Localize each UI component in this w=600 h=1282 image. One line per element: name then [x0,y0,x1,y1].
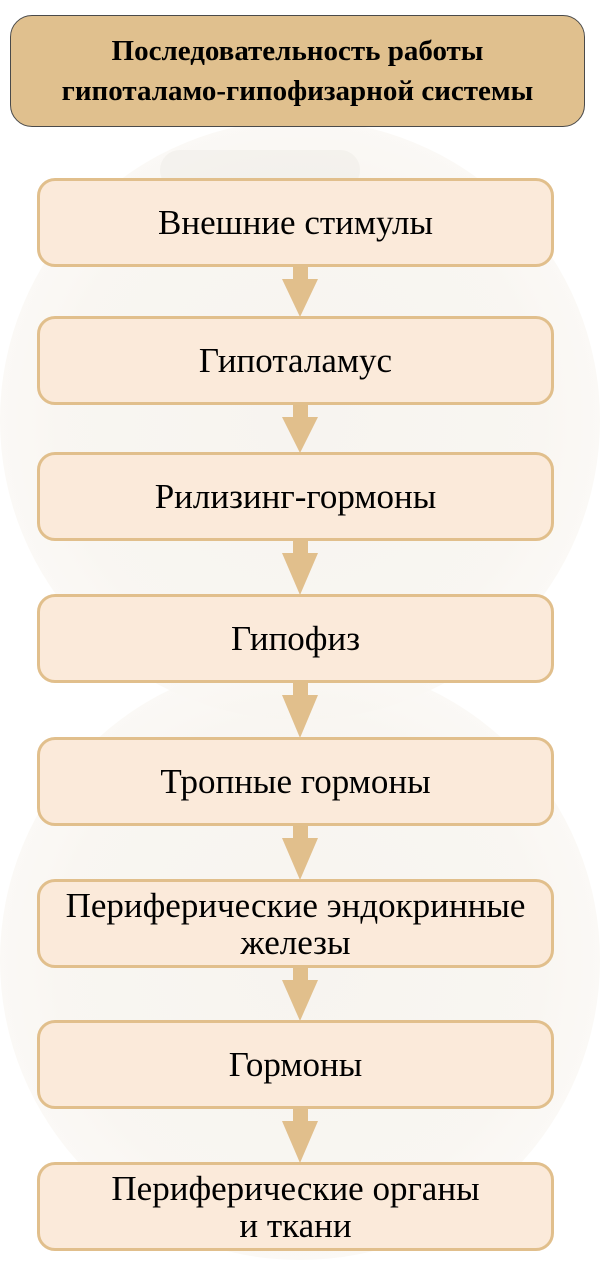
diagram-title: Последовательность работы гипоталамо-гип… [10,15,585,127]
arrow-down-icon [282,681,318,738]
step-pituitary: Гипофиз [37,594,554,683]
step-hormones: Гормоны [37,1020,554,1109]
step-hypothalamus: Гипоталамус [37,316,554,405]
step-external-stimuli: Внешние стимулы [37,178,554,267]
step-tropic-hormones: Тропные гормоны [37,737,554,826]
step-releasing-hormones: Рилизинг-гормоны [37,452,554,541]
arrow-down-icon [282,1107,318,1163]
arrow-down-icon [282,539,318,595]
step-peripheral-endocrine-glands: Периферические эндокринные железы [37,879,554,968]
arrow-down-icon [282,265,318,317]
arrow-down-icon [282,403,318,453]
arrow-down-icon [282,824,318,880]
arrow-down-icon [282,966,318,1021]
step-peripheral-organs-tissues: Периферические органы и ткани [37,1162,554,1251]
